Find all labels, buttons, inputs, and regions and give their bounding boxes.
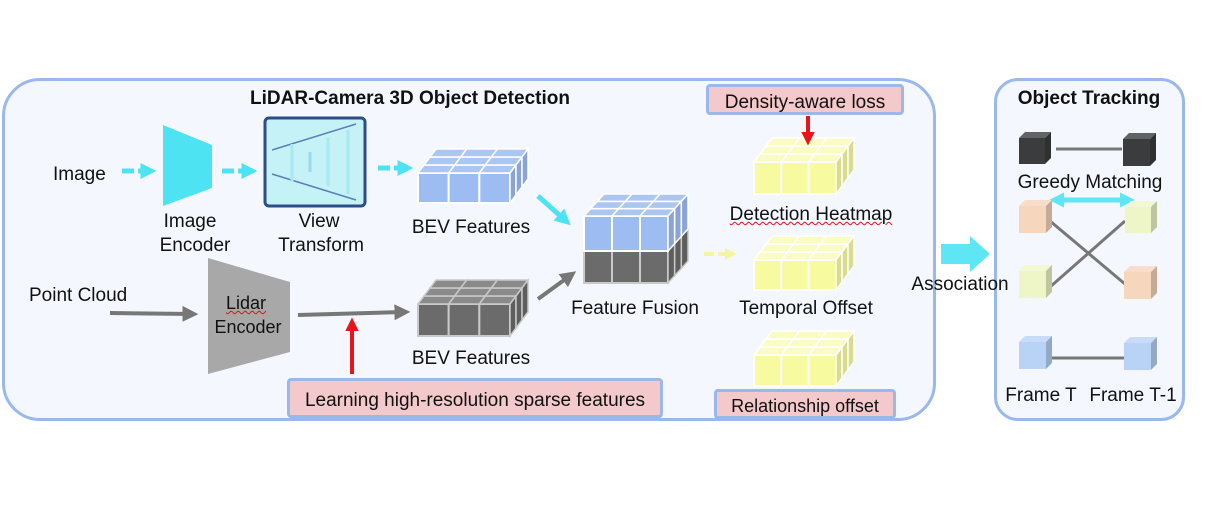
bev-features-lidar-label: BEV Features xyxy=(411,348,531,369)
tracking-graphics xyxy=(1019,132,1157,370)
arrow-bev-cam-to-fusion xyxy=(536,194,571,226)
temporal-offset-cube xyxy=(752,233,856,293)
bev-features-camera-label: BEV Features xyxy=(411,217,531,238)
image-encoder-label-line2: Encoder xyxy=(159,235,231,256)
detection-title: LiDAR-Camera 3D Object Detection xyxy=(250,88,570,109)
learning-sparse-features-box: Learning high-resolution sparse features xyxy=(287,378,663,418)
feature-fusion-camera-layer xyxy=(582,192,690,253)
tracking-title: Object Tracking xyxy=(1017,88,1161,109)
relationship-offset-cube xyxy=(752,328,856,389)
image-encoder-block xyxy=(163,125,212,206)
feature-fusion-label: Feature Fusion xyxy=(571,298,699,319)
association-label: Association xyxy=(911,274,1009,295)
track-box-blue-left xyxy=(1019,336,1052,369)
detection-heatmap-label: Detection Heatmap xyxy=(729,204,893,225)
association-arrow xyxy=(941,236,990,272)
temporal-offset-label: Temporal Offset xyxy=(739,298,873,319)
lidar-encoder-block xyxy=(208,258,290,374)
lidar-encoder-label-line2: Encoder xyxy=(214,317,282,337)
track-box-green-left xyxy=(1019,265,1052,298)
track-box-dark-right xyxy=(1123,133,1156,166)
pointcloud-input-label: Point Cloud xyxy=(29,285,128,306)
image-input-label: Image xyxy=(53,164,106,185)
image-encoder-label-line1: Image xyxy=(163,211,217,232)
track-box-green-right xyxy=(1125,201,1157,233)
track-box-orange-right xyxy=(1124,266,1157,299)
detection-heatmap-cube xyxy=(752,135,856,197)
arrow-pointcloud-to-lidar xyxy=(109,305,199,322)
track-box-dark-left xyxy=(1019,132,1051,164)
relationship-offset-box: Relationship offset xyxy=(714,389,896,419)
greedy-matching-label: Greedy Matching xyxy=(1017,172,1163,193)
bev-features-camera-cube xyxy=(416,146,530,206)
lidar-encoder-label-line1: Lidar xyxy=(225,293,267,313)
track-box-blue-right xyxy=(1124,337,1157,370)
view-transform-label-line2: Transform xyxy=(278,235,364,256)
bev-features-lidar-cube xyxy=(416,277,530,339)
density-aware-loss-box: Density-aware loss xyxy=(706,84,904,115)
view-transform-label-line1: View xyxy=(298,211,340,232)
arrow-bev-lidar-to-fusion xyxy=(536,271,577,301)
track-box-orange-left xyxy=(1019,200,1052,233)
frame-t1-label: Frame T-1 xyxy=(1089,385,1177,406)
frame-t-label: Frame T xyxy=(1005,385,1077,406)
arrow-lidar-to-bev xyxy=(297,304,411,321)
view-transform-block xyxy=(263,116,367,208)
